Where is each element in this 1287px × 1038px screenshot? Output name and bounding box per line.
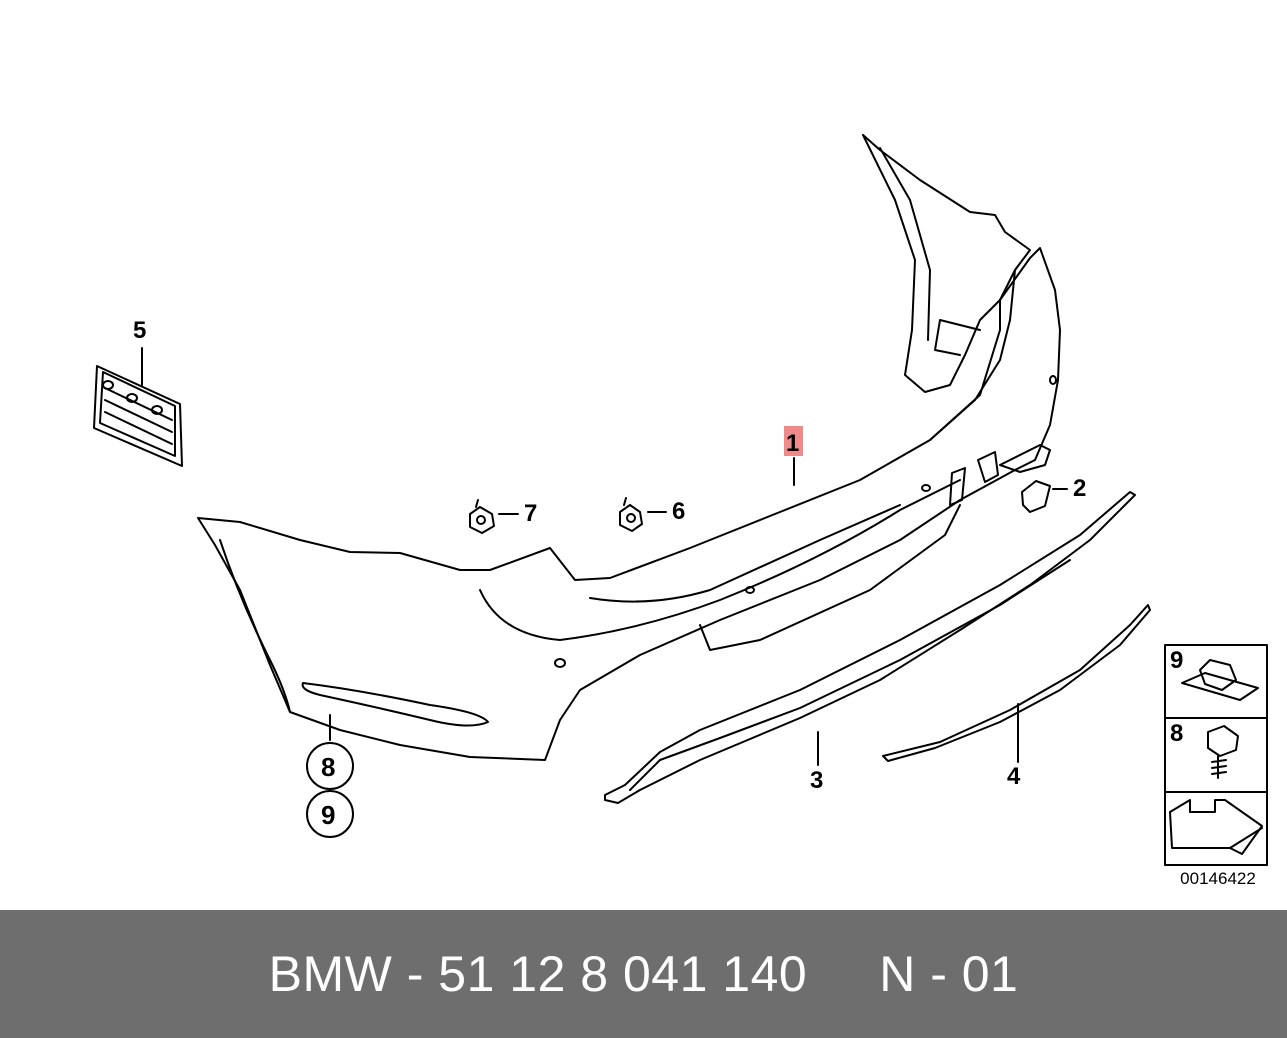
- legend-number-8: 8: [1170, 720, 1183, 747]
- part-number-bar: BMW - 51 12 8 041 140 N - 01: [0, 910, 1287, 1038]
- clip-nut-icon: [1181, 672, 1259, 701]
- part-number: 51 12 8 041 140: [438, 946, 808, 1002]
- callout-6: 6: [672, 498, 685, 525]
- part-number-caption: BMW - 51 12 8 041 140 N - 01: [269, 945, 1019, 1003]
- legend-number-9: 9: [1170, 647, 1183, 674]
- callout-4: 4: [1007, 763, 1021, 790]
- part-variant: N - 01: [879, 946, 1019, 1002]
- callout-1: 1: [786, 430, 799, 457]
- mounting-grille: [93, 347, 183, 467]
- caption-separator: -: [406, 946, 424, 1002]
- callout-8: 8: [321, 752, 335, 782]
- brand-name: BMW: [268, 946, 393, 1002]
- fastener-legend: [1164, 644, 1268, 866]
- callout-2: 2: [1073, 475, 1086, 502]
- callout-circle-9: [306, 790, 354, 838]
- chrome-trim-strip: [882, 604, 1151, 763]
- callout-5: 5: [133, 317, 146, 344]
- parts-diagram: 1 2 3 4 5 6 7 8 9 9 8 00146422: [93, 134, 1268, 888]
- bumper-trim-panel: [197, 134, 1061, 761]
- cover-cap: [1021, 480, 1068, 513]
- arrow-icon: [1169, 799, 1263, 855]
- clip-part-6: [619, 497, 667, 532]
- callout-9: 9: [321, 800, 335, 830]
- exploded-view-drawing: 1 2 3 4 5 6 7 8 9 9 8: [93, 134, 1268, 866]
- callout-3: 3: [810, 767, 823, 794]
- clip-part-7: [469, 499, 519, 534]
- selected-part-highlight: [784, 426, 803, 456]
- lower-diffuser-trim: [604, 491, 1136, 804]
- screw-icon: [1207, 725, 1239, 757]
- callout-circle-8: [306, 742, 354, 790]
- callout-7: 7: [524, 500, 537, 527]
- diagram-id: 00146422: [1180, 869, 1256, 888]
